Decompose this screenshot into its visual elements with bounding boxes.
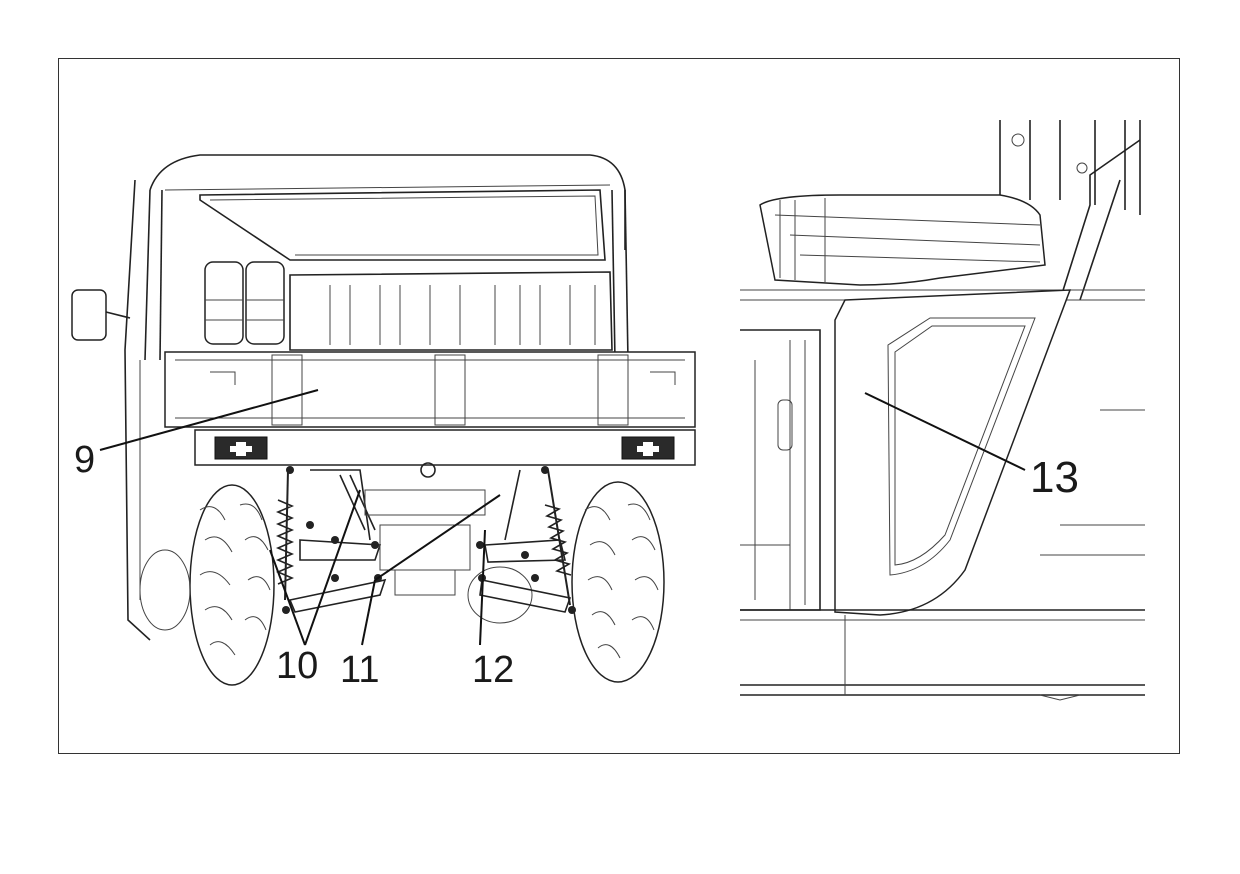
bottle-left [204,261,244,345]
callout-10: 10 [276,645,318,687]
shock-left [275,469,295,601]
figure-frame [58,58,1180,754]
callout-9: 9 [74,439,95,481]
callout-12: 12 [472,649,514,691]
suspension-arms [288,469,572,613]
leader-10b [304,489,361,646]
shock-right [544,469,572,606]
rear-window [199,189,606,261]
label-plate [887,317,1036,576]
side-panel-view [740,120,1145,701]
leader-12 [479,529,486,646]
leader-11 [361,579,376,646]
vehicle-rear-view [71,154,696,686]
leader-10a [269,549,306,646]
rear-bumper [194,429,696,466]
cargo-rack [289,271,613,351]
leader-13 [864,392,1026,471]
bottle-right [245,261,285,345]
cab-roof [149,154,626,250]
mirror [71,289,107,341]
cab-side [124,179,151,641]
rear-wheel-left [189,484,275,686]
tailgate [164,351,696,428]
side-panel [834,289,1072,616]
leader-9 [99,389,319,451]
callout-11: 11 [340,649,379,691]
callout-13: 13 [1030,453,1079,502]
rear-wheel-right [571,481,665,683]
